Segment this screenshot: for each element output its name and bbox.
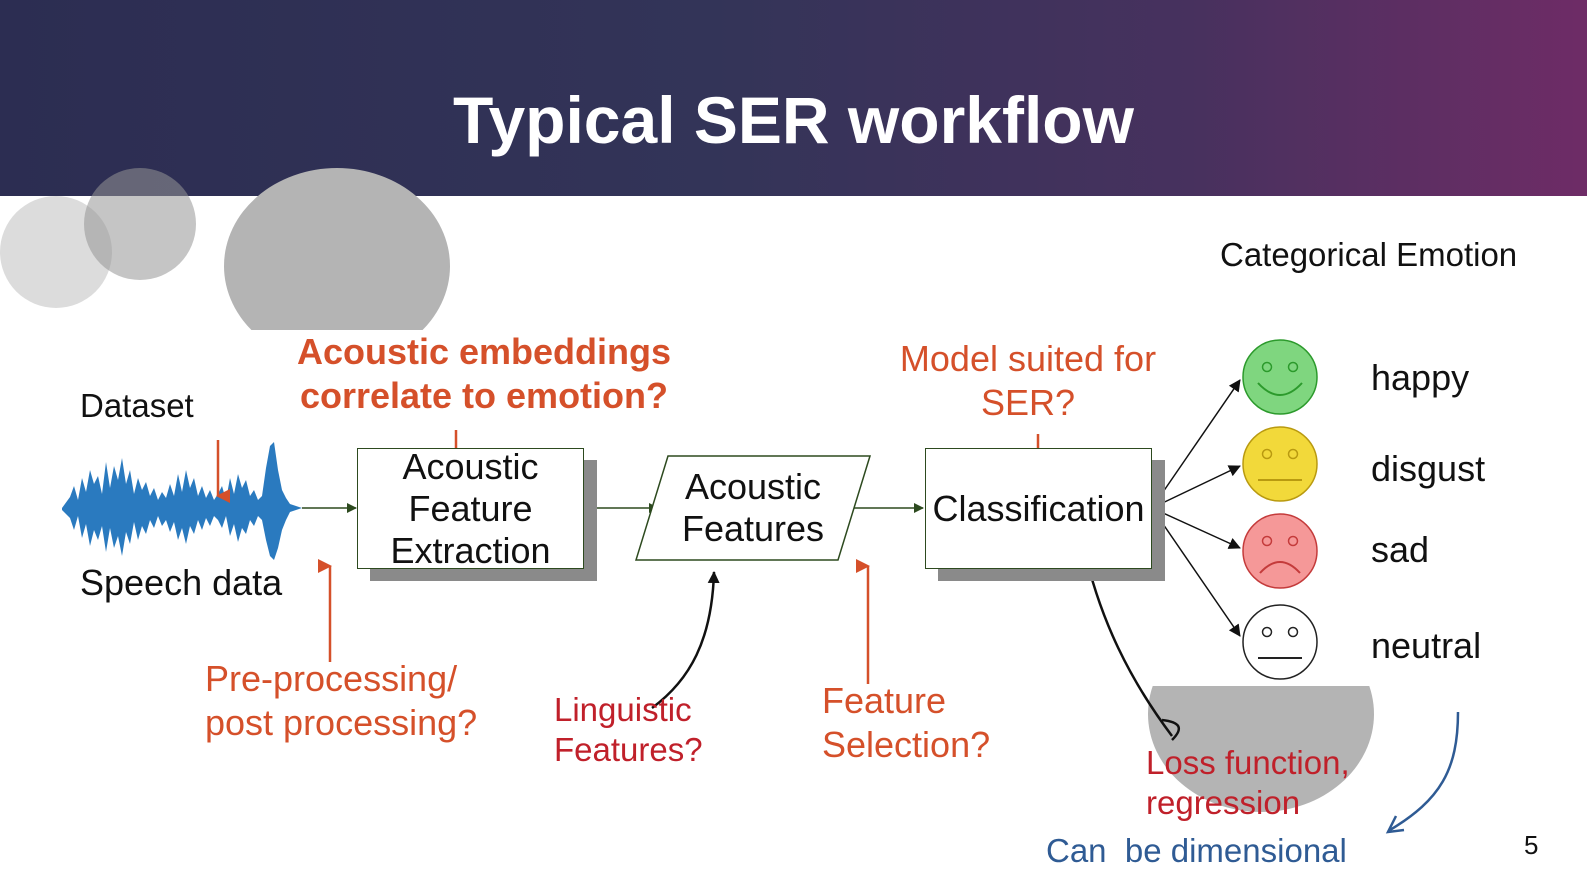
categorical-emotion-label: Categorical Emotion — [1220, 236, 1518, 273]
decorative-half-circle-bottom — [1148, 686, 1374, 816]
acoustic-features-label: Acoustic Features — [681, 466, 825, 549]
dimensional-note: Can be dimensional — [1046, 832, 1347, 869]
feature-selection-question: Feature Selection? — [822, 680, 991, 765]
classification-label: Classification — [932, 487, 1145, 529]
loss-function-label: Loss function, regression — [1146, 744, 1350, 821]
disgust-face-icon — [1242, 426, 1318, 502]
emotion-label-disgust: disgust — [1371, 448, 1486, 489]
page-number: 5 — [1524, 830, 1539, 860]
emotion-label-sad: sad — [1371, 529, 1430, 570]
decorative-circle-middle — [84, 168, 196, 280]
classification-box: Classification — [925, 448, 1152, 569]
emotion-label-neutral: neutral — [1371, 625, 1482, 666]
feature-extraction-box: Acoustic Feature Extraction — [357, 445, 584, 571]
neutral-face-icon — [1242, 604, 1318, 680]
acoustic-embeddings-question: Acoustic embeddings correlate to emotion… — [296, 331, 672, 416]
sad-face-icon — [1242, 513, 1318, 589]
happy-face-icon — [1242, 339, 1318, 415]
linguistic-features-question: Linguistic Features? — [554, 691, 703, 768]
model-suited-question: Model suited for SER? — [899, 338, 1157, 423]
slide-title: Typical SER workflow — [453, 83, 1134, 157]
preprocessing-question: Pre-processing/ post processing? — [205, 658, 478, 743]
dataset-label: Dataset — [80, 387, 194, 424]
decorative-half-circle-top — [224, 168, 450, 330]
emotion-label-happy: happy — [1371, 357, 1470, 398]
title-bar — [0, 0, 1587, 196]
speech-waveform — [62, 442, 302, 560]
feature-extraction-label: Acoustic Feature Extraction — [390, 445, 551, 571]
speech-data-label: Speech data — [80, 562, 283, 603]
